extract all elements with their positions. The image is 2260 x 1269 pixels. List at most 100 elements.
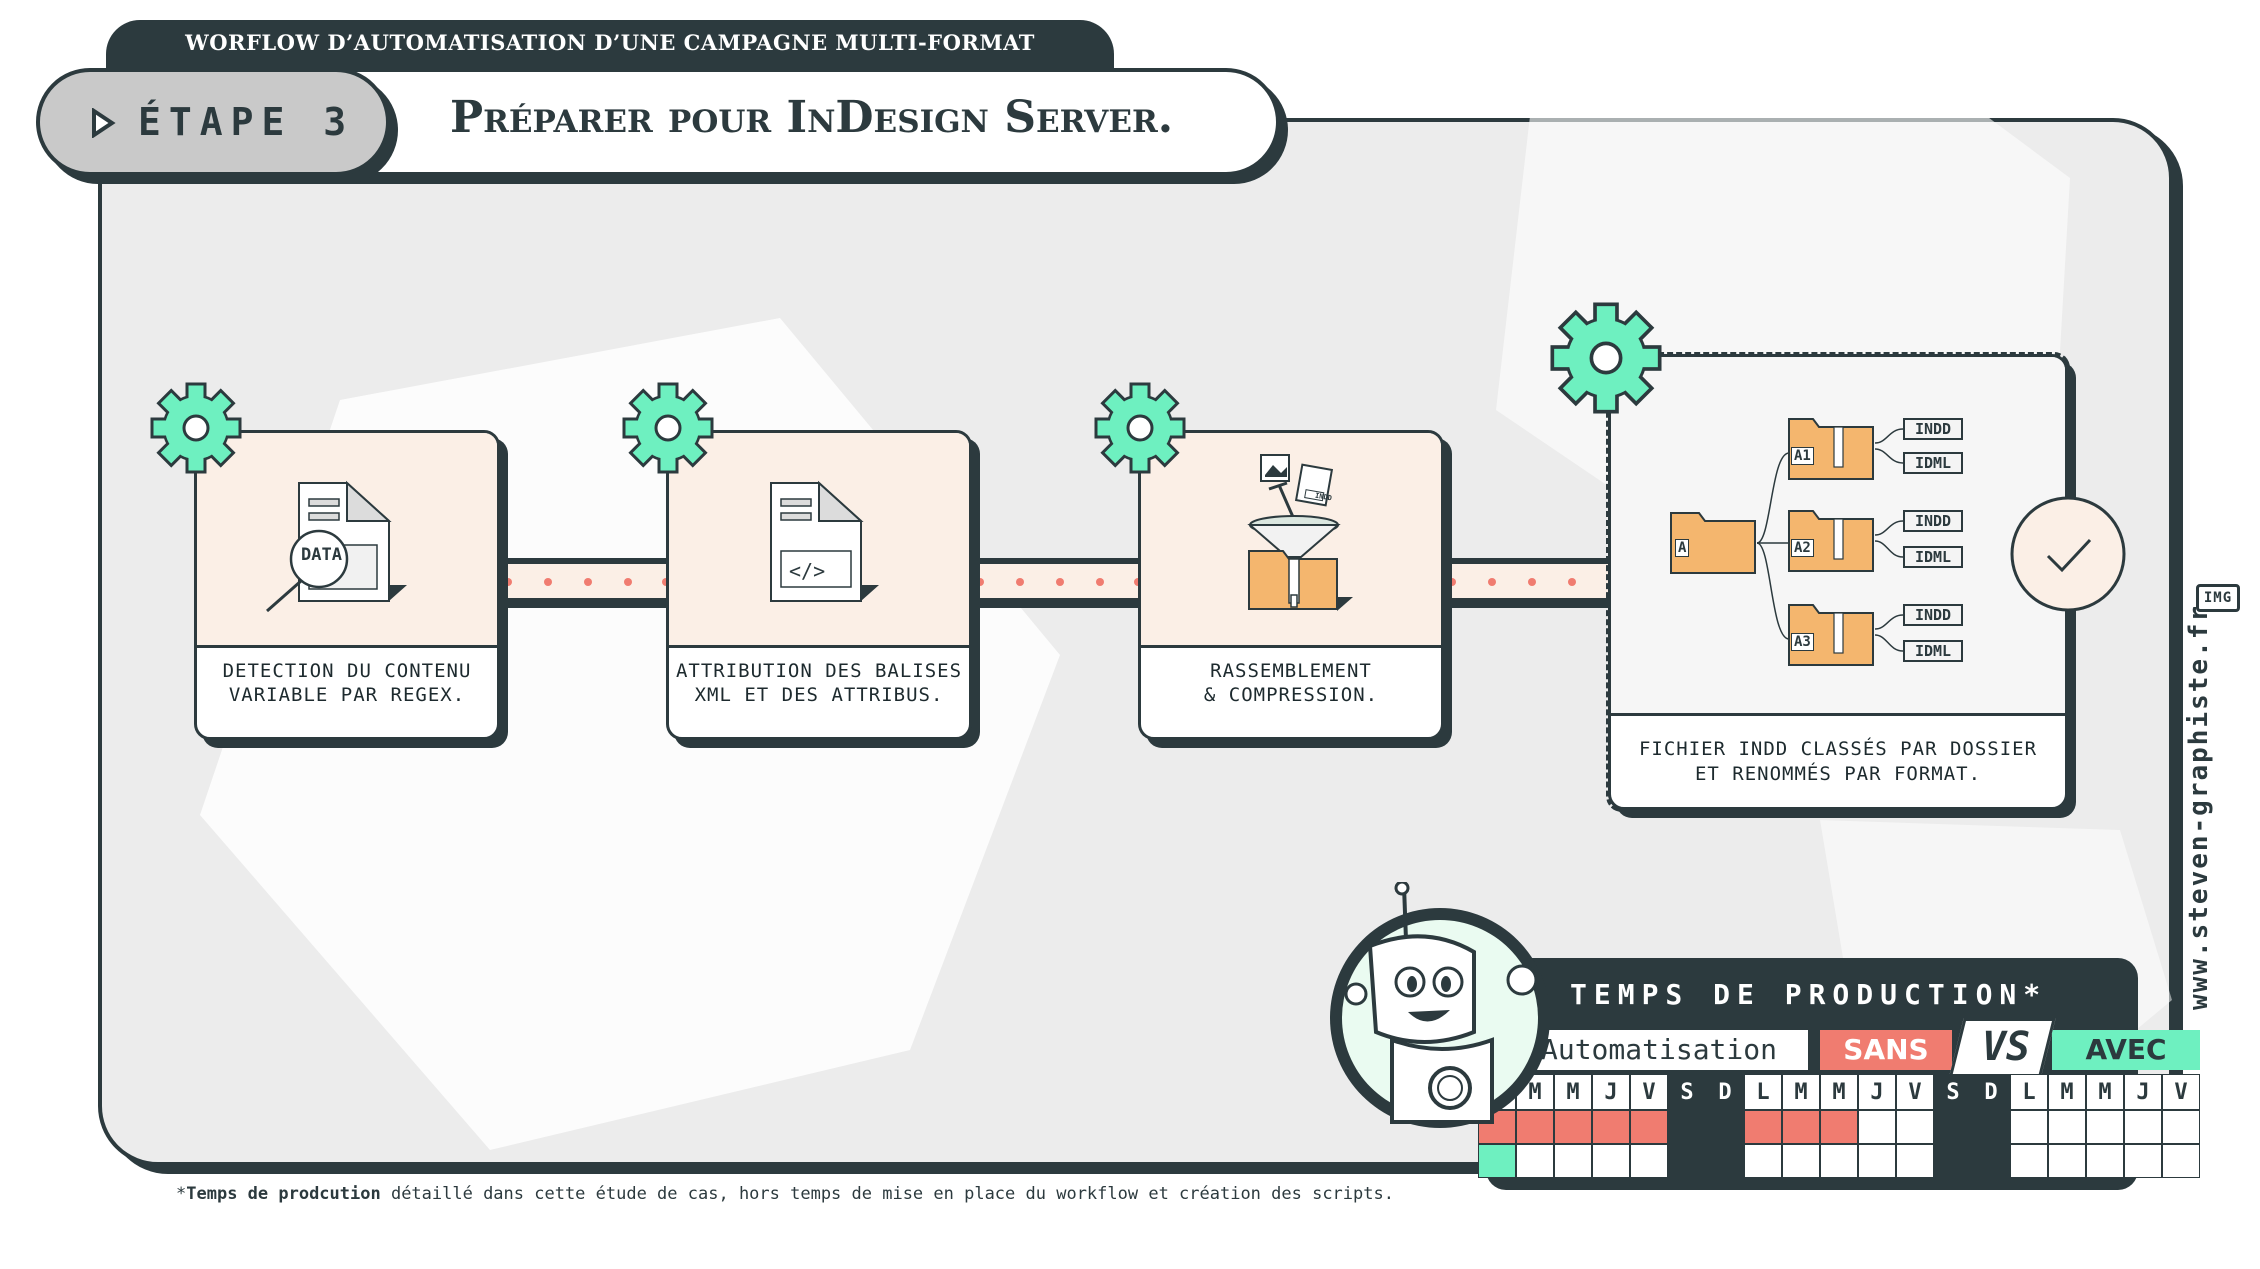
- calendar-cell-sans: [1858, 1110, 1896, 1144]
- vs-text: VS: [1981, 1024, 2031, 1070]
- calendar-cell-sans: [2048, 1110, 2086, 1144]
- calendar-cell-sans: [2010, 1110, 2048, 1144]
- file-tag-a1-idml: IDML: [1903, 452, 1963, 474]
- page-title: Préparer pour InDesign Server.: [450, 92, 1174, 143]
- step-label: ÉTAPE 3: [138, 100, 355, 144]
- with-label: AVEC: [2052, 1030, 2200, 1070]
- calendar-cell-avec: [2162, 1144, 2200, 1178]
- calendar-day-header: J: [1592, 1074, 1630, 1110]
- calendar-cell-sans: [1972, 1110, 2010, 1144]
- calendar-cell-sans: [1896, 1110, 1934, 1144]
- calendar-cell-sans: [1668, 1110, 1706, 1144]
- funnel-zip-folder-icon: [1247, 454, 1353, 611]
- footnote: *Temps de prodcution détaillé dans cette…: [176, 1184, 1394, 1204]
- step-2-line-2: XML ET DES ATTRIBUS.: [694, 684, 944, 706]
- calendar-day-header: D: [1706, 1074, 1744, 1110]
- brand-logo: IMG: [2196, 584, 2240, 612]
- file-tag-a2-idml: IDML: [1903, 546, 1963, 568]
- calendar-day-header: J: [2124, 1074, 2162, 1110]
- calendar-cell-avec: [1706, 1144, 1744, 1178]
- check-circle-icon: [2008, 494, 2132, 622]
- play-arrow-icon: [90, 107, 116, 142]
- track-1: [500, 558, 672, 608]
- calendar-cell-avec: [1858, 1144, 1896, 1178]
- production-title: TEMPS DE PRODUCTION*: [1570, 978, 2048, 1011]
- calendar-day-header: V: [2162, 1074, 2200, 1110]
- calendar-day-header: M: [1782, 1074, 1820, 1110]
- calendar-cell-sans: [1516, 1110, 1554, 1144]
- step-2-line-1: ATTRIBUTION DES BALISES: [675, 660, 963, 682]
- calendar-day-header: L: [2010, 1074, 2048, 1110]
- folder-root-label: A: [1675, 539, 1690, 557]
- folder-a3-label: A3: [1791, 633, 1814, 651]
- calendar-cell-sans: [1782, 1110, 1820, 1144]
- calendar-day-header: S: [1668, 1074, 1706, 1110]
- calendar-cell-sans: [1934, 1110, 1972, 1144]
- file-tag-a1-indd: INDD: [1903, 418, 1963, 440]
- calendar-day-header: M: [1554, 1074, 1592, 1110]
- step-1-line-1: DETECTION DU CONTENU: [222, 660, 472, 682]
- calendar-cell-sans: [2086, 1110, 2124, 1144]
- file-tag-a2-indd: INDD: [1903, 510, 1963, 532]
- calendar-day-header: J: [1858, 1074, 1896, 1110]
- track-2: [972, 558, 1144, 608]
- step-card-4-label: FICHIER INDD CLASSÉS PAR DOSSIER ET RENO…: [1611, 737, 2065, 787]
- calendar-cell-sans: [1706, 1110, 1744, 1144]
- calendar-cell-avec: [1744, 1144, 1782, 1178]
- calendar-cell-avec: [1896, 1144, 1934, 1178]
- calendar-cell-sans: [1630, 1110, 1668, 1144]
- magnifier-document-icon: [266, 480, 407, 613]
- calendar-cell-avec: [2086, 1144, 2124, 1178]
- robot-mascot-icon: [1324, 880, 1554, 1136]
- calendar-cell-sans: [2162, 1110, 2200, 1144]
- calendar-day-header: V: [1630, 1074, 1668, 1110]
- calendar-cell-avec: [1934, 1144, 1972, 1178]
- data-icon-text: DATA: [301, 545, 342, 565]
- calendar-cell-sans: [2124, 1110, 2162, 1144]
- calendar-cell-avec: [1820, 1144, 1858, 1178]
- calendar-cell-sans: [1820, 1110, 1858, 1144]
- calendar-day-header: S: [1934, 1074, 1972, 1110]
- folder-a2-label: A2: [1791, 539, 1814, 557]
- footnote-rest: détaillé dans cette étude de cas, hors t…: [380, 1184, 1394, 1204]
- calendar-cell-sans: [1554, 1110, 1592, 1144]
- step-card-1-illustration: [197, 433, 497, 648]
- step-4-line-2: ET RENOMMÉS PAR FORMAT.: [1694, 763, 1982, 785]
- production-calendar: LMMJVSDLMMJVSDLMMJV: [1478, 1074, 2202, 1186]
- footnote-bold: Temps de prodcution: [186, 1184, 381, 1204]
- calendar-cell-sans: [1592, 1110, 1630, 1144]
- step-card-1: DATA DETECTION DU CONTENU VARIABLE PAR R…: [194, 430, 500, 740]
- code-icon-text: </>: [789, 559, 826, 583]
- calendar-cell-avec: [1516, 1144, 1554, 1178]
- calendar-day-header: M: [1820, 1074, 1858, 1110]
- step-3-line-2: & COMPRESSION.: [1203, 684, 1379, 706]
- calendar-cell-avec: [1630, 1144, 1668, 1178]
- track-3: [1444, 558, 1610, 608]
- without-label: SANS: [1820, 1030, 1952, 1070]
- brand-logo-text: IMG: [2203, 590, 2233, 606]
- calendar-cell-avec: [1972, 1144, 2010, 1178]
- automation-label: Automatisation: [1510, 1030, 1808, 1070]
- calendar-day-header: L: [1744, 1074, 1782, 1110]
- calendar-cell-avec: [1782, 1144, 1820, 1178]
- step-card-2-illustration: [669, 433, 969, 648]
- track-dots: [504, 578, 1576, 586]
- step-1-line-2: VARIABLE PAR REGEX.: [228, 684, 466, 706]
- step-card-4-dashed-border: [1606, 352, 2070, 812]
- step-card-4: A A1 A2 A3 INDD IDML INDD IDML INDD IDML…: [1608, 354, 2068, 810]
- calendar-cell-avec: [1478, 1144, 1516, 1178]
- step-card-4-illustration: A A1 A2 A3 INDD IDML INDD IDML INDD IDML: [1611, 357, 2065, 716]
- step-card-3: INDD RASSEMBLEMENT & COMPRESSION.: [1138, 430, 1444, 740]
- website-url[interactable]: www.steven-graphiste.fr: [2184, 603, 2214, 1010]
- file-tag-a3-indd: INDD: [1903, 604, 1963, 626]
- calendar-cell-avec: [2048, 1144, 2086, 1178]
- step-card-2: </> ATTRIBUTION DES BALISES XML ET DES A…: [666, 430, 972, 740]
- folder-a1-label: A1: [1791, 447, 1814, 465]
- calendar-day-header: M: [2048, 1074, 2086, 1110]
- calendar-cell-avec: [2124, 1144, 2162, 1178]
- calendar-day-header: V: [1896, 1074, 1934, 1110]
- step-3-line-1: RASSEMBLEMENT: [1210, 660, 1372, 682]
- step-card-3-illustration: [1141, 433, 1441, 648]
- calendar-cell-avec: [1554, 1144, 1592, 1178]
